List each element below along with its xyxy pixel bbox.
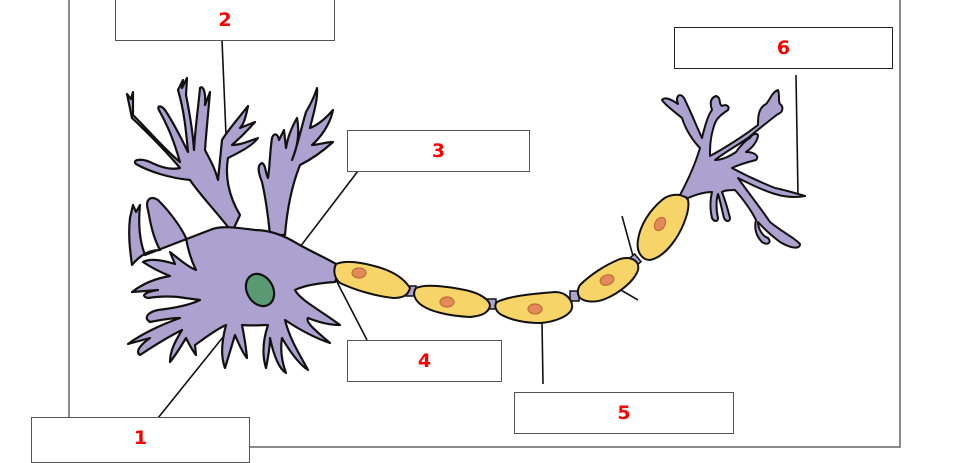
leader-lines [157, 39, 807, 419]
label-box-2[interactable]: 2 [115, 0, 335, 41]
label-number-3: 3 [431, 140, 446, 162]
schwann-nucleus-2 [439, 296, 455, 308]
nucleus [244, 272, 276, 308]
schwann-nuclei [351, 216, 667, 315]
label-box-5[interactable]: 5 [514, 392, 734, 434]
label-number-4: 4 [417, 350, 432, 372]
label-box-6[interactable]: 6 [674, 27, 893, 69]
dendrite-top-left [125, 76, 260, 234]
axon-terminal-branches [661, 89, 806, 249]
schwann-nucleus-4 [599, 274, 615, 286]
leader-line-3 [299, 170, 359, 248]
cell-body-and-dendrites [125, 76, 342, 375]
leader-line-node [621, 215, 634, 257]
label-number-1: 1 [133, 427, 148, 449]
label-box-4[interactable]: 4 [347, 340, 502, 382]
neuron-illustration [125, 39, 807, 419]
leader-line-2 [221, 39, 227, 136]
dendrite-top-right [257, 86, 335, 237]
axon-terminals [661, 89, 806, 249]
leader-line-5 [541, 321, 544, 385]
label-number-6: 6 [776, 37, 791, 59]
schwann-nucleus-3 [527, 303, 543, 315]
label-box-1[interactable]: 1 [31, 417, 250, 463]
schwann-nucleus-5 [653, 216, 667, 232]
schwann-cell-1 [333, 260, 411, 299]
schwann-nucleus-1 [351, 267, 367, 279]
leader-line-4 [335, 279, 368, 341]
cell-body [126, 196, 342, 375]
label-box-3[interactable]: 3 [347, 130, 530, 172]
leader-line-6 [795, 74, 799, 196]
label-number-5: 5 [617, 402, 631, 424]
label-number-2: 2 [218, 8, 232, 31]
